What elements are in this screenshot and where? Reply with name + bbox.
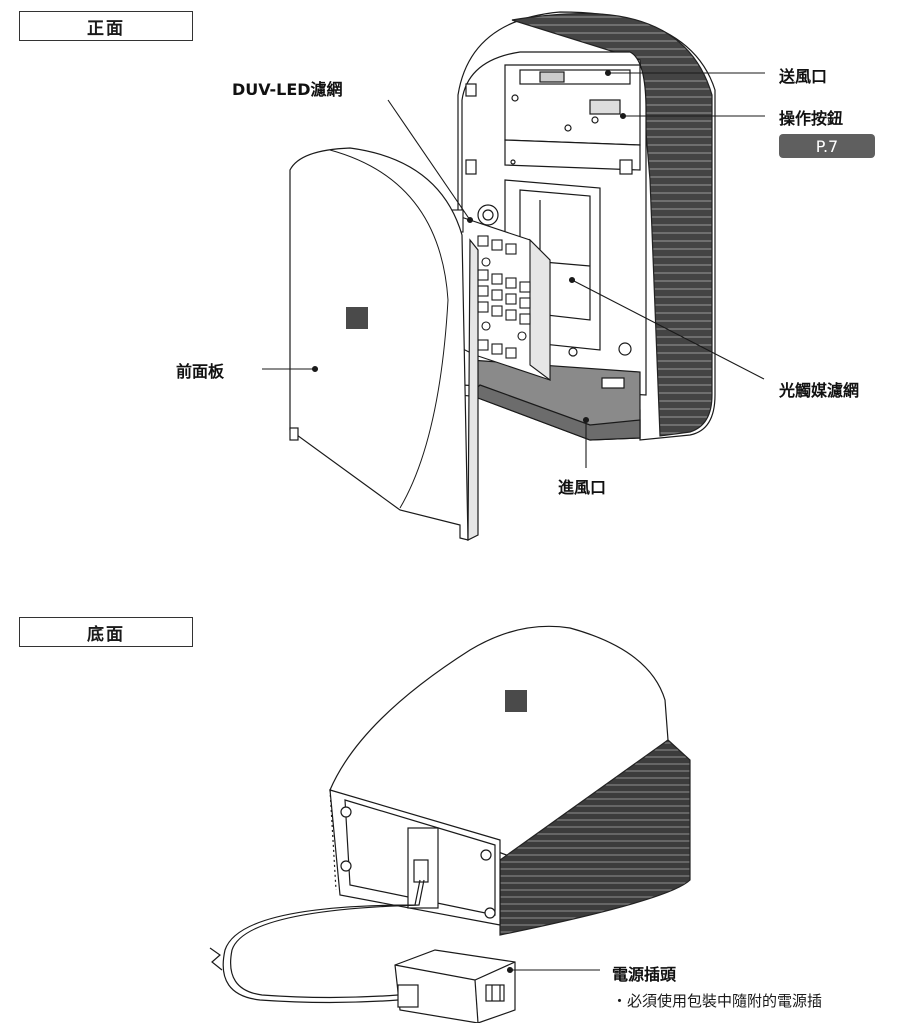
label-duv-led-filter: DUV-LED濾網 [232,80,343,99]
bottom-unit [329,625,691,936]
label-front-panel: 前面板 [176,362,225,381]
label-power-plug: 電源插頭 [612,965,677,984]
leader-lines [262,69,765,974]
power-cord [209,879,425,1004]
section-bottom-tab: 底面 [19,617,193,647]
label-air-inlet: 進風口 [558,478,607,497]
power-plug-note: ・必須使用包裝中隨附的電源插 [612,992,823,1010]
page-reference-badge[interactable]: P.7 [779,134,875,158]
section-front-tab: 正面 [19,11,193,41]
page-reference-text: P.7 [815,136,839,156]
front-panel-illustration [289,147,479,541]
label-photocatalyst-filter: 光觸媒濾網 [779,381,860,400]
front-unit [457,11,716,441]
label-operation-buttons: 操作按鈕 [779,109,844,128]
section-front-title: 正面 [87,18,125,39]
label-air-outlet: 送風口 [779,67,828,86]
section-bottom-title: 底面 [87,624,125,645]
power-adapter [394,949,516,1023]
